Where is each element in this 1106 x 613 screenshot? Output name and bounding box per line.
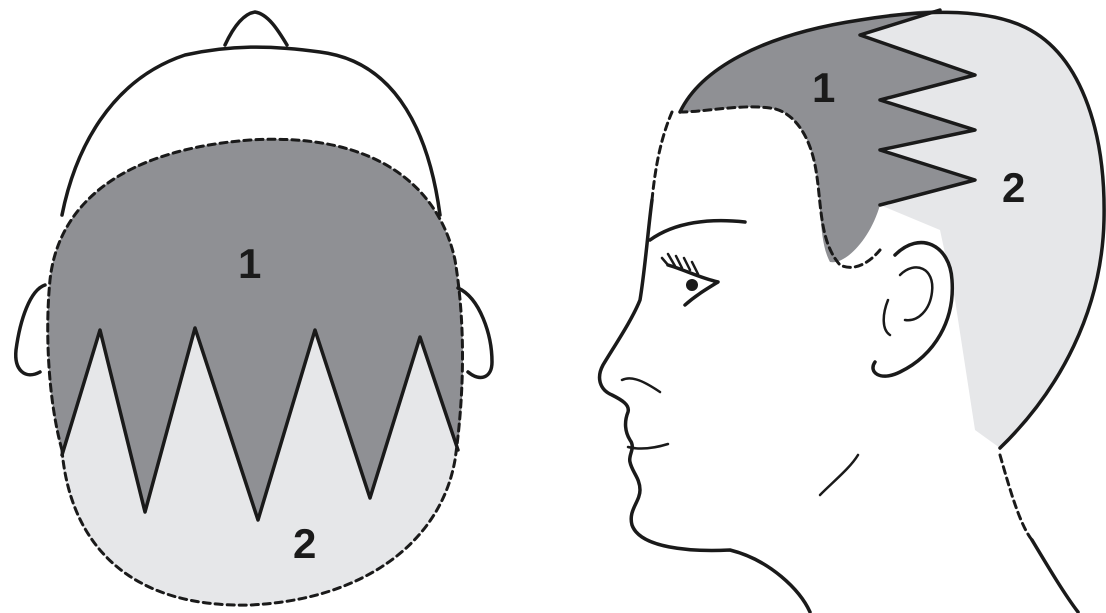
side-view-eyebrow xyxy=(650,221,745,240)
side-view-ear-detail xyxy=(884,300,890,335)
side-view-pupil xyxy=(686,279,698,291)
top-view-left-ear xyxy=(16,285,45,375)
side-view-forehead-dash xyxy=(652,112,672,200)
side-view-nape-dash xyxy=(1000,455,1032,540)
top-view-nose xyxy=(225,12,287,45)
top-view-zone-2-label: 2 xyxy=(293,520,316,567)
top-view-zone-1-label: 1 xyxy=(238,240,261,287)
side-view-zone-1-label: 1 xyxy=(812,64,835,111)
side-view-neck-back xyxy=(1032,540,1078,612)
side-view-zone-2-label: 2 xyxy=(1002,164,1025,211)
side-view-ear-inner xyxy=(900,267,932,320)
side-view-head: 1 2 xyxy=(600,10,1105,612)
side-view-nostril xyxy=(622,378,660,392)
top-view-head: 1 2 xyxy=(16,12,492,605)
side-view-eyelashes xyxy=(662,254,698,274)
side-view-jaw xyxy=(820,455,858,495)
side-view-face-profile xyxy=(600,200,810,612)
